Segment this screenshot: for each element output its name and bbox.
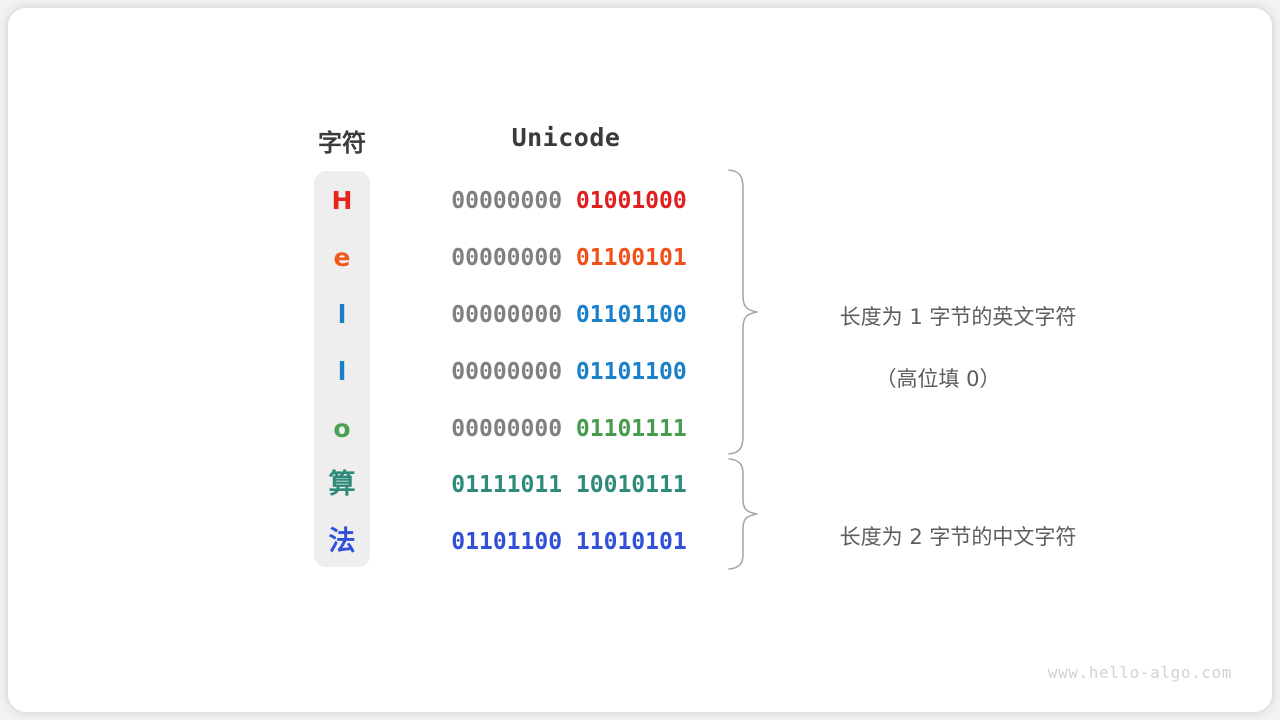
row-high-byte: 00000000: [451, 416, 563, 442]
annotation-single-byte: 长度为 1 字节的英文字符 （高位填 0）: [768, 277, 1108, 441]
row-unicode-bits: 00000000 01001000: [440, 186, 698, 216]
row-character: l: [337, 300, 347, 329]
row-unicode-bits: 00000000 01101100: [440, 300, 698, 330]
row-high-byte: 00000000: [451, 245, 563, 271]
annotation-single-byte-sub: （高位填 0）: [875, 367, 1001, 391]
row-high-byte: 00000000: [451, 188, 563, 214]
table-row: 算 01111011 10010111: [314, 470, 734, 500]
row-low-byte: 01100101: [575, 245, 687, 271]
row-unicode-bits: 00000000 01101111: [440, 414, 698, 444]
row-unicode-bits: 00000000 01100101: [440, 243, 698, 273]
site-watermark: www.hello-algo.com: [1047, 663, 1232, 682]
row-unicode-bits: 01111011 10010111: [440, 470, 698, 500]
row-high-byte: 01101100: [451, 529, 563, 555]
annotation-single-byte-main: 长度为 1 字节的英文字符: [839, 305, 1077, 329]
row-low-byte: 01101100: [575, 302, 687, 328]
character-column-background: [314, 171, 370, 567]
annotation-double-byte-main: 长度为 2 字节的中文字符: [839, 525, 1077, 549]
row-character: e: [333, 243, 351, 272]
column-header-character: 字符: [318, 130, 366, 157]
column-header-unicode: Unicode: [511, 123, 621, 152]
row-character: H: [331, 186, 353, 215]
row-low-byte: 01001000: [575, 188, 687, 214]
row-character: o: [333, 414, 351, 443]
table-row: e 00000000 01100101: [314, 243, 734, 273]
row-low-byte: 01101111: [575, 416, 687, 442]
brace-double-byte: [728, 458, 758, 570]
row-unicode-bits: 01101100 11010101: [440, 527, 698, 557]
table-row: o 00000000 01101111: [314, 414, 734, 444]
table-row: 法 01101100 11010101: [314, 527, 734, 557]
row-low-byte: 11010101: [575, 529, 687, 555]
table-row: l 00000000 01101100: [314, 357, 734, 387]
row-low-byte: 10010111: [575, 472, 687, 498]
row-high-byte: 00000000: [451, 302, 563, 328]
row-high-byte: 01111011: [451, 472, 563, 498]
row-character: 法: [328, 526, 356, 557]
row-low-byte: 01101100: [575, 359, 687, 385]
row-unicode-bits: 00000000 01101100: [440, 357, 698, 387]
row-high-byte: 00000000: [451, 359, 563, 385]
brace-single-byte: [728, 169, 758, 455]
diagram-card: 字符 Unicode H 00000000 01001000 e 00000000 0…: [8, 8, 1272, 712]
row-character: 算: [328, 469, 356, 500]
annotation-double-byte: 长度为 2 字节的中文字符: [768, 497, 1108, 575]
table-row: H 00000000 01001000: [314, 186, 734, 216]
table-row: l 00000000 01101100: [314, 300, 734, 330]
row-character: l: [337, 357, 347, 386]
